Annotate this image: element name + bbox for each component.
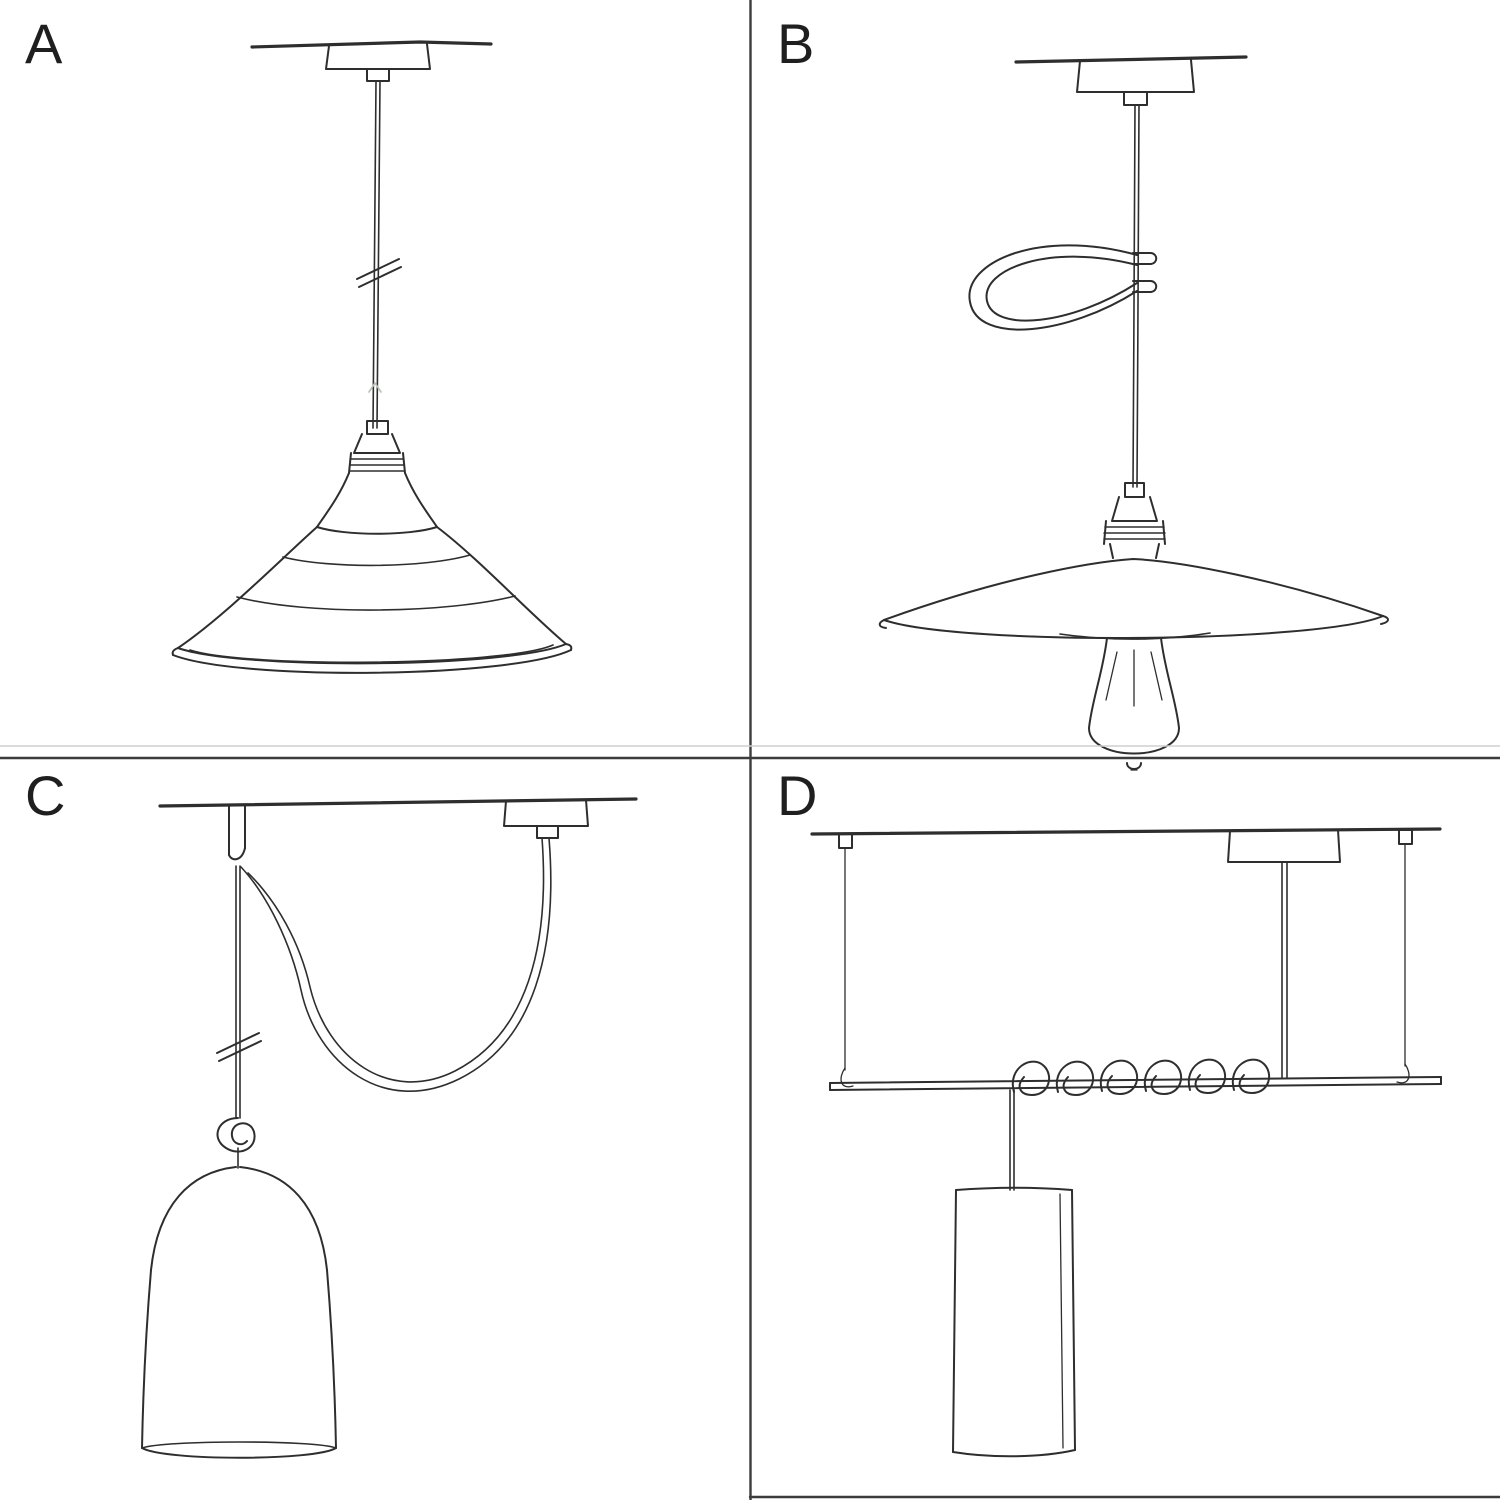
lamp-holder <box>1103 482 1166 559</box>
pendant-cable <box>1132 104 1140 488</box>
panel-b-sketch <box>878 55 1389 771</box>
right-hanging-wire <box>1396 829 1413 1084</box>
left-hanging-wire <box>838 833 854 1088</box>
ceiling-rose <box>1076 59 1195 106</box>
bell-shade <box>141 1166 337 1459</box>
panel-c-label: C <box>25 764 66 827</box>
ceiling-rose <box>325 43 431 82</box>
pendant-cable <box>372 80 381 429</box>
cable-break-mark <box>356 258 402 288</box>
cable-loop-clip <box>968 244 1158 331</box>
drop-cable <box>1009 1089 1015 1191</box>
panel-d-sketch <box>810 827 1442 1458</box>
panel-d-label: D <box>777 764 818 827</box>
cable-coil <box>1011 1058 1271 1096</box>
ceiling-line <box>158 797 638 808</box>
lamp-holder <box>316 420 438 535</box>
industrial-shade <box>171 526 573 674</box>
cable-knot <box>216 1117 256 1153</box>
ceiling-line <box>810 827 1442 836</box>
swag-cable <box>240 837 552 1092</box>
swag-hook <box>228 805 246 861</box>
panel-a-label: A <box>25 12 63 75</box>
panel-c-sketch <box>141 797 638 1459</box>
edison-bulb <box>1088 637 1180 771</box>
ceiling-line <box>1014 55 1248 64</box>
drop-cable <box>235 865 241 1169</box>
ceiling-line <box>250 40 493 49</box>
tube-shade <box>952 1186 1076 1458</box>
flat-plate-shade <box>878 558 1389 640</box>
panel-b-label: B <box>777 12 815 75</box>
ceiling-rose <box>1227 829 1341 1079</box>
panel-a-sketch <box>171 40 573 674</box>
ceiling-rose <box>503 799 589 839</box>
cable-break-mark <box>216 1032 262 1062</box>
cable-direction-arrow <box>368 382 382 393</box>
